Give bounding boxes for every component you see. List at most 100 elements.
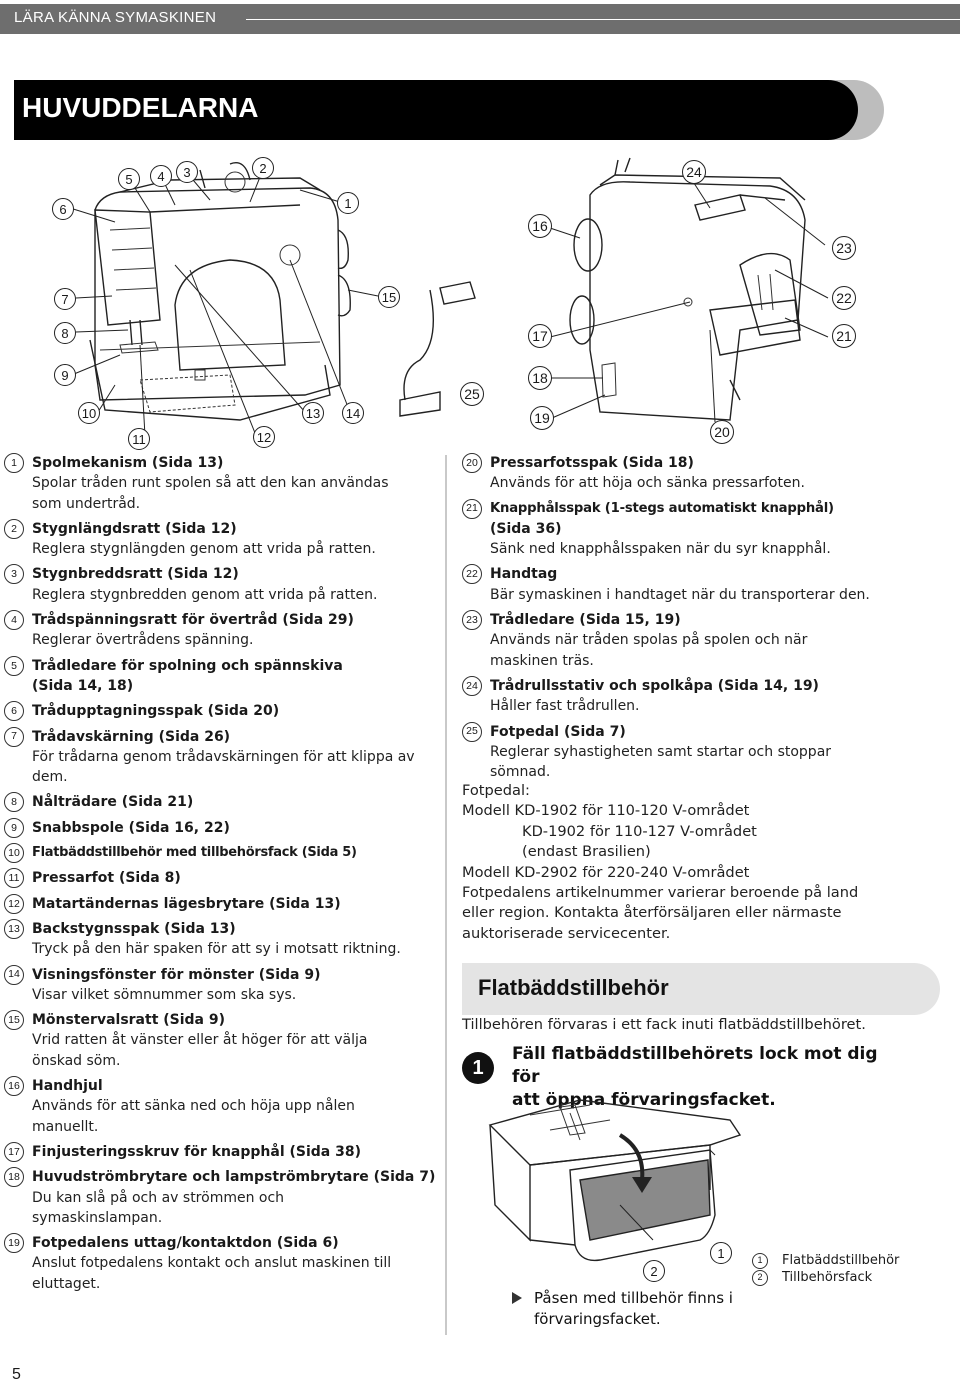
part-desc: önskad söm. [32,1052,121,1069]
part-name: Trådspänningsratt för övertråd (Sida 29) [32,612,354,629]
part-desc: Reglera stygnlängden genom att vrida på … [32,541,376,558]
part-item: 12 Matartändernas lägesbrytare (Sida 13) [4,893,437,914]
part-number: 17 [4,1141,24,1162]
part-item: 6 Trådupptagningsspak (Sida 20) [4,701,437,722]
part-name: Trådupptagningsspak (Sida 20) [32,703,280,720]
part-desc: eluttaget. [32,1275,101,1292]
part-name: Matartändernas lägesbrytare (Sida 13) [32,895,341,912]
part-item: 18 Huvudströmbrytare och lampströmbrytare… [4,1167,437,1228]
part-desc: Reglera stygnbredden genom att vrida på … [32,586,378,603]
result-line: förvaringsfacket. [534,1310,661,1328]
callout-3: 3 [176,161,198,183]
step-result: Påsen med tillbehör finns i förvaringsfa… [512,1288,774,1330]
part-desc: Håller fast trådrullen. [490,698,640,715]
part-desc: Spolar tråden runt spolen så att den kan… [32,475,389,492]
part-desc: Reglerar övertrådens spänning. [32,632,254,649]
callout-6: 6 [52,198,74,220]
part-name: Mönstervalsratt (Sida 9) [32,1012,226,1029]
part-name: Trådrullsstativ och spolkåpa (Sida 14, 1… [490,677,819,694]
legend-label: Tillbehörsfack [782,1270,873,1285]
part-name: Trådavskärning (Sida 26) [32,728,231,745]
pedal-info-line: KD-1902 för 110-127 V-området [522,822,757,840]
callout-4: 4 [150,165,172,187]
part-number: 11 [4,868,24,889]
part-desc: Anslut fotpedalens kontakt och anslut ma… [32,1255,392,1272]
part-number: 4 [4,610,24,631]
part-desc: Används när tråden spolas på spolen och … [490,632,808,649]
part-number: 1 [4,453,24,473]
part-name: Fotpedalens uttag/kontaktdon (Sida 6) [32,1235,339,1252]
callout-13: 13 [302,402,324,424]
callout-19: 19 [530,406,554,430]
section-bar [462,963,910,1015]
section-intro: Tillbehören förvaras i ett fack inuti fl… [462,1016,866,1033]
part-item: 19 Fotpedalens uttag/kontaktdon (Sida 6) A… [4,1233,437,1294]
callout-7: 7 [54,288,76,310]
pedal-info-line: Fotpedal: [462,782,530,799]
sewing-machine-front-illustration [69,162,476,437]
step-line: Fäll flatbäddstillbehörets lock mot dig … [512,1044,878,1087]
section-header: LÄRA KÄNNA SYMASKINEN [14,9,217,26]
part-number: 12 [4,893,24,914]
part-number: 5 [4,655,24,676]
part-number: 14 [4,964,24,985]
part-number: 6 [4,701,24,722]
part-desc: sömnad. [490,764,551,781]
part-number: 24 [462,675,482,696]
part-desc: Visar vilket sömnummer som ska sys. [32,986,297,1003]
part-name: Stygnbreddsratt (Sida 12) [32,566,239,583]
part-name: (Sida 14, 18) [32,677,134,694]
part-name: Spolmekanism (Sida 13) [32,455,224,471]
result-arrow-icon [512,1292,522,1304]
column-divider [445,455,447,1335]
callout-11: 11 [128,428,150,450]
callout-23: 23 [832,236,856,260]
page-title: HUVUDDELARNA [22,92,259,123]
part-number: 18 [4,1167,24,1188]
part-number: 13 [4,918,24,939]
part-item: 24 Trådrullsstativ och spolkåpa (Sida 14,… [462,675,910,717]
part-desc: Du kan slå på och av strömmen och [32,1189,285,1206]
part-item: 4 Trådspänningsratt för övertråd (Sida 29… [4,610,437,651]
part-desc: symaskinslampan. [32,1209,163,1226]
part-number: 25 [462,721,482,742]
callout-10: 10 [78,402,100,424]
part-number: 19 [4,1233,24,1254]
part-name: Huvudströmbrytare och lampströmbrytare (… [32,1169,436,1186]
callout-24: 24 [682,160,706,184]
callout-21: 21 [832,324,856,348]
part-desc: Vrid ratten åt vänster eller åt höger fö… [32,1032,368,1049]
callout-17: 17 [528,324,552,348]
part-name: Stygnlängdsratt (Sida 12) [32,520,237,537]
callout-20: 20 [710,420,734,444]
part-desc: Reglerar syhastigheten samt startar och … [490,743,832,760]
pedal-info-line: Modell KD-2902 för 220-240 V-området [462,863,750,881]
callout-flatbed-2: 2 [643,1260,665,1282]
callout-16: 16 [528,214,552,238]
callout-18: 18 [528,366,552,390]
section-title: Flatbäddstillbehör [478,975,669,1000]
pedal-info-line: Modell KD-1902 för 110-120 V-området [462,802,750,820]
pedal-info: Fotpedal: Modell KD-1902 för 110-120 V-o… [462,781,922,944]
part-name: Pressarfotsspak (Sida 18) [490,455,694,471]
callout-2: 2 [252,157,274,179]
part-number: 7 [4,726,24,747]
part-name: Trådledare (Sida 15, 19) [490,612,681,629]
part-name: Knapphålsspak (1-stegs automatiskt knapp… [490,500,834,516]
part-name: Backstygnsspak (Sida 13) [32,920,236,937]
part-number: 23 [462,610,482,631]
sewing-machine-side-illustration [549,157,829,423]
